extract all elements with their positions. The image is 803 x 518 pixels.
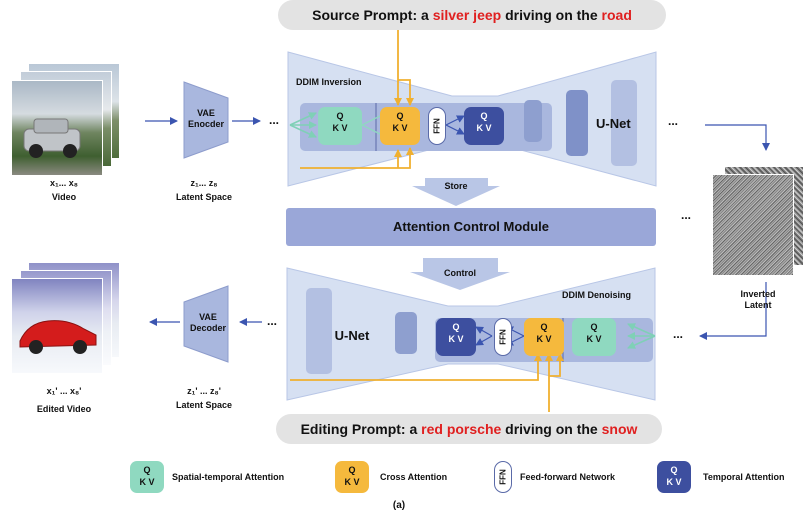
video-caption: Video: [51, 192, 77, 202]
top-temporal-kv: K V: [476, 123, 492, 133]
control-label: Control: [444, 268, 476, 278]
legend-ffn-swatch: FFN: [494, 461, 512, 493]
bottom-unet-label: U-Net: [334, 328, 370, 343]
vae-encoder-label-2: Enocder: [187, 119, 224, 129]
video-frame-1: [11, 80, 103, 176]
vae-decoder-label-1: VAE: [199, 312, 217, 322]
vae-decoder-shape: [183, 285, 229, 363]
bottom-spatial-kv: K V: [586, 334, 602, 344]
source-prompt-scene: road: [601, 7, 632, 23]
vae-encoder-shape: [183, 81, 229, 159]
legend-cross-q: Q: [348, 465, 356, 475]
legend-ffn-text: FFN: [498, 469, 508, 485]
legend-temporal-q: Q: [670, 465, 678, 475]
vae-encoder-label-1: VAE: [197, 108, 215, 118]
editing-prompt-prefix: Editing Prompt: a: [300, 421, 422, 437]
ellipsis-bottom-left: ...: [266, 314, 277, 328]
source-prompt-prefix: Source Prompt: a: [312, 7, 433, 23]
figure-caption: (a): [392, 500, 406, 511]
attention-control-module: [286, 208, 656, 246]
vae-decoder: VAE Decoder: [182, 282, 230, 366]
video-frames-label: x₁... x₈: [50, 178, 78, 188]
top-spatial-kv: K V: [332, 123, 348, 133]
editing-prompt: Editing Prompt: a red porsche driving on…: [276, 414, 662, 444]
legend-temporal-swatch: Q K V: [657, 461, 691, 493]
top-ffn-label: FFN: [432, 118, 442, 134]
ellipsis-top-left: ...: [268, 113, 279, 127]
noise-frame-1: [712, 174, 794, 276]
attention-control-label: Attention Control Module: [393, 219, 549, 234]
inverted-latent-label-1: Inverted: [740, 289, 776, 299]
bottom-spatial-temporal-block: Q K V: [572, 318, 616, 356]
bottom-unet-bar-2: [395, 312, 417, 354]
bottom-temporal-block: Q K V: [436, 318, 476, 356]
bottom-spatial-q: Q: [590, 322, 598, 332]
editing-prompt-subject: red porsche: [421, 421, 502, 437]
top-unet-bar-3: [611, 80, 637, 166]
top-cross-q: Q: [396, 111, 404, 121]
latent-frames-label: z₁... z₈: [190, 178, 218, 188]
legend-cross-swatch: Q K V: [335, 461, 369, 493]
store-label: Store: [444, 181, 468, 191]
editing-prompt-middle: driving on the: [501, 421, 602, 437]
store-arrow: [412, 178, 500, 206]
legend-spatial-q: Q: [143, 465, 151, 475]
source-prompt-middle: driving on the: [501, 7, 602, 23]
ellipsis-top-right: ...: [667, 114, 678, 128]
legend-temporal-label: Temporal Attention: [703, 472, 785, 482]
porsche-illustration: [19, 320, 97, 354]
top-cross-kv: K V: [392, 123, 408, 133]
bottom-unet-bar-1: [306, 288, 332, 374]
legend-cross-label: Cross Attention: [380, 472, 448, 482]
source-prompt: Source Prompt: a silver jeep driving on …: [278, 0, 666, 30]
top-temporal-q: Q: [480, 111, 488, 121]
bottom-cross-kv: K V: [536, 334, 552, 344]
bottom-temporal-q: Q: [452, 322, 460, 332]
top-cross-attention-block: Q K V: [380, 107, 420, 145]
top-spatial-temporal-block: Q K V: [318, 107, 362, 145]
ddim-denoising-title: DDIM Denoising: [562, 290, 631, 300]
editing-prompt-scene: snow: [601, 421, 638, 437]
vae-encoder: VAE Enocder: [182, 78, 230, 162]
top-temporal-block: Q K V: [464, 107, 504, 145]
edited-video-frames-label: x₁' ... x₈': [46, 386, 82, 396]
jeep-illustration: [23, 118, 81, 158]
edited-latent-frames-label: z₁' ... z₈': [187, 386, 221, 396]
bottom-ffn-block: FFN: [494, 318, 512, 356]
bottom-cross-q: Q: [540, 322, 548, 332]
legend-temporal-kv: K V: [666, 477, 682, 487]
bottom-ffn-label: FFN: [498, 329, 508, 345]
inverted-latent-label-2: Latent: [744, 300, 772, 310]
ellipsis-module: ...: [680, 208, 691, 222]
edited-latent-caption: Latent Space: [175, 400, 233, 410]
top-unet-bar-1: [524, 100, 542, 142]
bottom-temporal-kv: K V: [448, 334, 464, 344]
edited-frame-1: [11, 278, 103, 374]
legend-spatial-label: Spatial-temporal Attention: [172, 472, 285, 482]
control-arrow: [410, 258, 510, 290]
top-spatial-q: Q: [336, 111, 344, 121]
top-ffn-block: FFN: [428, 107, 446, 145]
legend-spatial-kv: K V: [139, 477, 155, 487]
bottom-cross-attention-block: Q K V: [524, 318, 564, 356]
ddim-inversion-title: DDIM Inversion: [296, 77, 362, 87]
top-unet-label: U-Net: [596, 116, 631, 131]
legend-ffn-label: Feed-forward Network: [520, 472, 616, 482]
vae-decoder-label-2: Decoder: [189, 323, 226, 333]
latent-caption: Latent Space: [175, 192, 233, 202]
source-prompt-subject: silver jeep: [432, 7, 502, 23]
top-unet-bar-2: [566, 90, 588, 156]
legend-cross-kv: K V: [344, 477, 360, 487]
edited-video-caption: Edited Video: [36, 404, 92, 414]
ellipsis-bottom-right: ...: [672, 327, 683, 341]
legend-spatial-swatch: Q K V: [130, 461, 164, 493]
